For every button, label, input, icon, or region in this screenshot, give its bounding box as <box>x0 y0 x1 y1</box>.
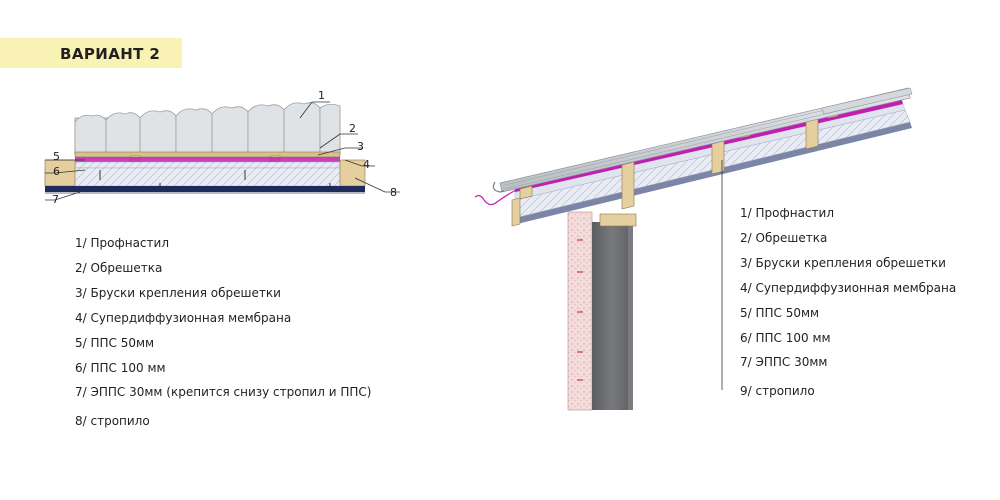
eps100-layer <box>44 167 341 187</box>
xps-layer <box>45 186 365 192</box>
profiled-sheet-layer <box>74 102 341 155</box>
legend-right-item: 5/ ППС 50мм <box>740 306 820 320</box>
callout-5: 5 <box>53 150 60 163</box>
legend-right-item: 6/ ППС 100 мм <box>740 331 831 345</box>
legend-left-item: 3/ Бруски крепления обрешетки <box>75 286 281 300</box>
eps50-layer <box>74 161 341 169</box>
variant-heading: ВАРИАНТ 2 <box>60 45 161 63</box>
callout-8: 8 <box>390 186 397 199</box>
legend-left-item: 5/ ППС 50мм <box>75 336 155 350</box>
eave-section <box>474 87 913 411</box>
callout-6: 6 <box>53 165 60 178</box>
membrane-layer <box>75 157 340 162</box>
legend-right-item: 9/ стропило <box>740 384 815 398</box>
callout-4: 4 <box>363 158 370 171</box>
eps50-sloped <box>514 103 906 201</box>
legend-right-item: 7/ ЭППС 30мм <box>740 355 828 369</box>
wall-concrete <box>592 222 632 410</box>
legend-right-item: 1/ Профнастил <box>740 206 834 220</box>
variant-banner <box>0 38 182 68</box>
legend-right-item: 3/ Бруски крепления обрешетки <box>740 256 946 270</box>
legend-left-item: 4/ Супердиффузионная мембрана <box>75 311 292 325</box>
wall-brick <box>567 211 593 411</box>
flat-section: 1 2 3 4 5 6 7 8 <box>44 89 400 206</box>
membrane-sloped <box>515 100 903 192</box>
legend-left-item: 2/ Обрешетка <box>75 261 163 275</box>
legend-right-item: 4/ Супердиффузионная мембрана <box>740 281 957 295</box>
legend-left-item: 7/ ЭППС 30мм (крепится снизу стропил и П… <box>75 385 372 399</box>
callout-1: 1 <box>318 89 325 102</box>
wall-plate <box>599 213 637 227</box>
legend-left-item: 6/ ППС 100 мм <box>75 361 166 375</box>
battens-layer <box>74 151 341 158</box>
leader-lines <box>45 101 400 201</box>
callout-2: 2 <box>349 122 356 135</box>
wall-ties <box>577 239 583 381</box>
membrane-tail <box>474 189 517 206</box>
legend-left-item: 8/ стропило <box>75 414 150 428</box>
callout-7: 7 <box>52 193 59 206</box>
legend-right-item: 2/ Обрешетка <box>740 231 828 245</box>
counter-battens-sloped <box>519 118 819 210</box>
legend-left-item: 1/ Профнастил <box>75 236 169 250</box>
callout-3: 3 <box>357 140 364 153</box>
